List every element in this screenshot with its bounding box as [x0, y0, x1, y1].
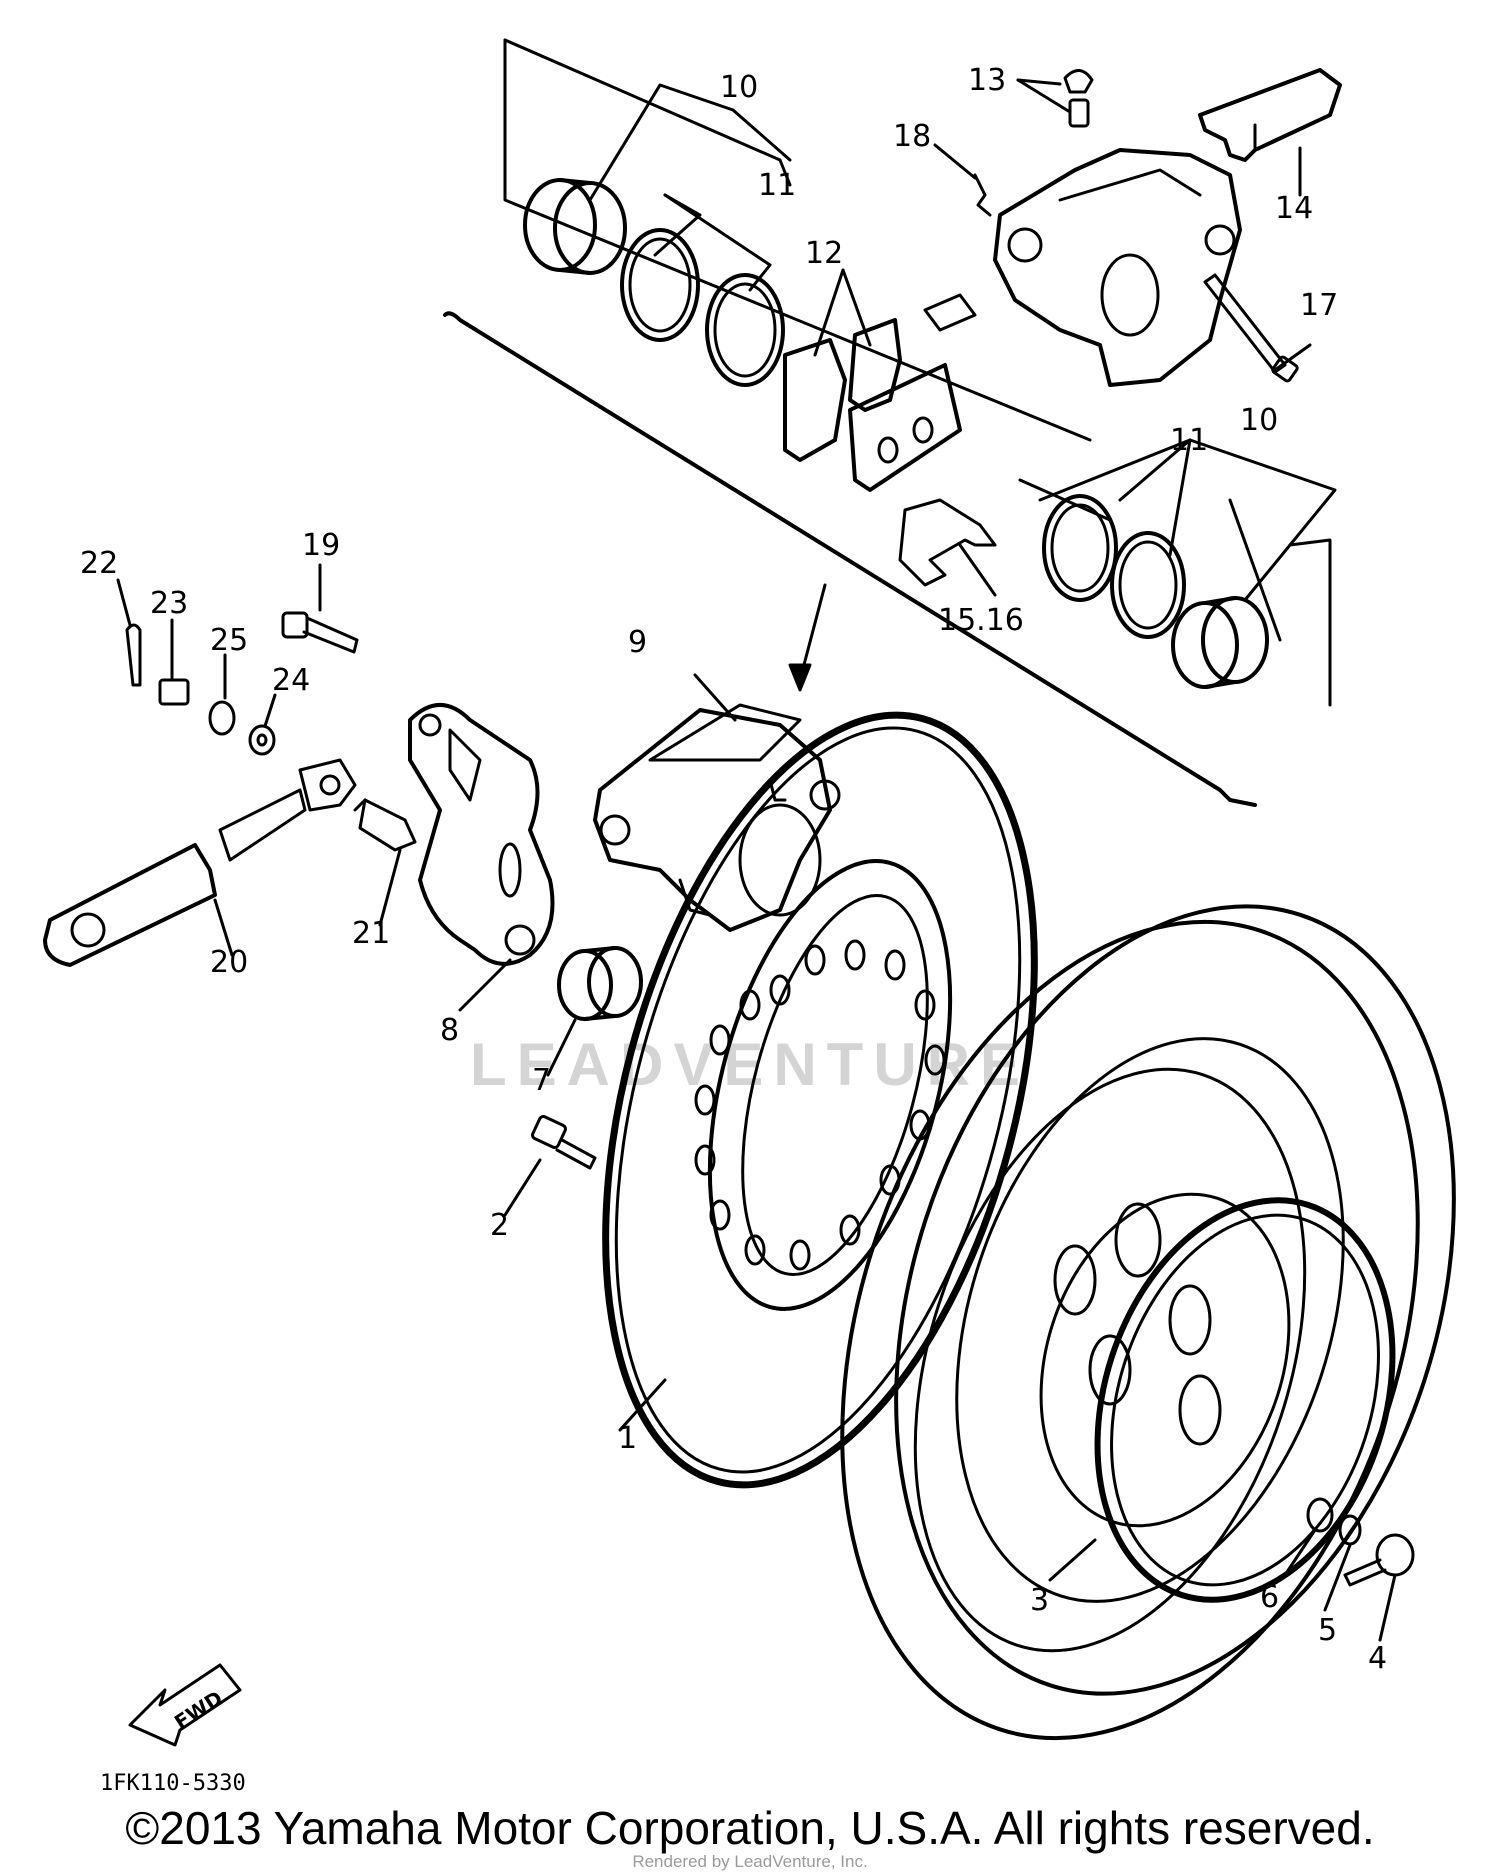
seal-lower [1042, 494, 1186, 639]
part-label-11-lower: 11 [1170, 423, 1208, 458]
collar [557, 946, 643, 1021]
part-label-18: 18 [893, 119, 931, 154]
rim-band [1094, 1197, 1396, 1603]
exploded-box [443, 38, 1332, 807]
part-label-23: 23 [150, 586, 188, 621]
part-label-20: 20 [210, 945, 248, 980]
part-label-21: 21 [352, 916, 390, 951]
caliper-cover [1198, 68, 1342, 162]
part-label-13: 13 [968, 63, 1006, 98]
castle-nut [158, 678, 190, 706]
part-label-5: 5 [1318, 1613, 1337, 1648]
part-label-22: 22 [80, 546, 118, 581]
part-label-7: 7 [532, 1063, 551, 1098]
part-label-19: 19 [302, 528, 340, 563]
part-label-6: 6 [1260, 1580, 1279, 1615]
part-label-10-upper: 10 [720, 70, 758, 105]
part-label-17: 17 [1300, 288, 1338, 323]
part-label-15-16: 15.16 [938, 603, 1024, 638]
pin-bolt [1203, 273, 1299, 383]
piston-upper [523, 178, 627, 275]
part-label-1: 1 [618, 1421, 637, 1456]
caliper-assembly [593, 703, 841, 932]
part-label-14: 14 [1275, 191, 1313, 226]
disc-holes [694, 939, 946, 1271]
bracket-bolt [281, 611, 359, 654]
rod-bolt [353, 798, 417, 852]
part-label-2: 2 [490, 1208, 509, 1243]
part-label-8: 8 [440, 1013, 459, 1048]
disc-bolt [531, 1115, 597, 1170]
part-label-24: 24 [272, 663, 310, 698]
part-label-10-lower: 10 [1240, 403, 1278, 438]
caliper-body-upper [993, 148, 1242, 387]
leader-lines [116, 78, 1397, 1642]
part-label-12: 12 [805, 236, 843, 271]
piston-lower [1171, 596, 1269, 689]
copyright-notice: ©2013 Yamaha Motor Corporation, U.S.A. A… [125, 1802, 1375, 1854]
part-label-4: 4 [1368, 1641, 1387, 1676]
washer-6 [1306, 1497, 1334, 1533]
part-label-9: 9 [628, 625, 647, 660]
washer [248, 724, 276, 756]
seal-upper [620, 228, 785, 387]
brake-pads [783, 293, 977, 492]
brake-disc [602, 711, 1038, 1489]
cotter-pin [125, 623, 142, 687]
watermark-text: LEADVENTURE [470, 1031, 1030, 1098]
torque-rod [43, 758, 357, 967]
part-label-11-upper: 11 [758, 168, 796, 203]
fwd-arrow-icon [128, 1663, 242, 1747]
part-label-25: 25 [210, 623, 248, 658]
pad-spring [898, 498, 997, 587]
bleed-screw [1063, 69, 1094, 128]
caliper-bracket [408, 703, 555, 966]
nut [208, 700, 236, 736]
render-credit: Rendered by LeadVenture, Inc. [632, 1852, 868, 1871]
drawing-code: 1FK110-5330 [100, 1771, 246, 1796]
spring-clip [973, 173, 992, 217]
part-label-3: 3 [1030, 1583, 1049, 1618]
